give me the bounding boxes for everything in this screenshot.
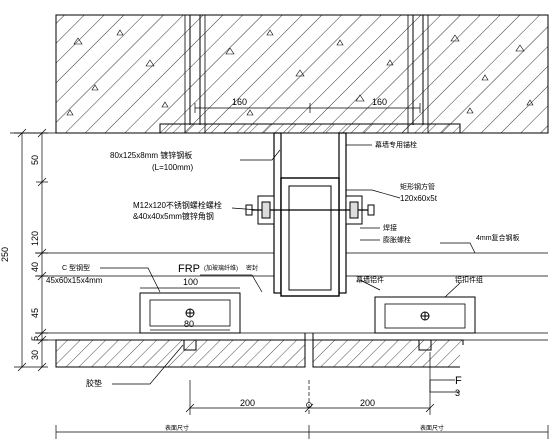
label-c-channel: C 型钢型: [62, 263, 90, 272]
leader-lines: [100, 144, 476, 393]
dim-30: 30: [30, 350, 40, 360]
label-tube: 矩形钢方管: [400, 182, 435, 191]
label-4mm-plate: 4mm复合钢板: [476, 233, 520, 242]
concrete-slab: [55, 14, 549, 134]
left-dimension-column: [14, 128, 48, 372]
label-gasket: 胶垫: [86, 378, 102, 388]
label-expansion-bolt: 膨胀螺栓: [383, 235, 411, 244]
dim-100: 100: [183, 277, 198, 287]
dim-160-right: 160: [372, 97, 387, 107]
rect-steel-tube: [280, 177, 340, 297]
label-frp-suffix: 密封: [246, 264, 258, 272]
dim-40: 40: [30, 262, 40, 272]
dim-5: 5: [30, 336, 40, 341]
dim-120: 120: [30, 231, 40, 246]
label-mid-right: 铝扣件组: [455, 275, 483, 284]
dim-45: 45: [30, 308, 40, 318]
dim-160-left: 160: [232, 97, 247, 107]
label-tube-size: 120x60x5t: [400, 194, 438, 203]
label-frp-note: (加玻璃纤维): [204, 264, 238, 272]
label-c-channel-size: 45x60x15x4mm: [46, 276, 103, 285]
bottom-panels: [55, 333, 464, 368]
label-bolt: M12x120不锈钢螺栓螺栓: [133, 200, 222, 210]
dim-80: 80: [184, 319, 194, 329]
left-bracket-dims: [140, 287, 240, 331]
bolt-assembly: [245, 195, 375, 225]
top-dimensions: [194, 103, 421, 113]
anchor-bolts: [189, 15, 424, 125]
right-bracket: [374, 296, 476, 351]
dim-50: 50: [30, 155, 40, 165]
label-angle: &40x40x5mm镀锌角钢: [133, 211, 214, 221]
dim-250: 250: [0, 247, 10, 262]
dim-note-left: 表面尺寸: [165, 424, 189, 432]
label-plate-len: (L=100mm): [152, 163, 193, 172]
label-f: F: [455, 375, 462, 387]
dim-note-right: 表面尺寸: [420, 424, 444, 432]
fade-area: [460, 345, 560, 405]
embed-plate: [159, 123, 461, 134]
label-frp: FRP: [178, 263, 200, 275]
bottom-dimensions: [55, 380, 549, 439]
label-anchor: 幕墙专用锚栓: [375, 140, 417, 149]
dim-200-left: 200: [240, 398, 255, 408]
label-weld: 焊接: [383, 223, 397, 232]
label-3: 3: [455, 388, 460, 398]
label-mid-left: 幕墙铝件: [356, 275, 384, 284]
dim-200-right: 200: [360, 398, 375, 408]
label-plate: 80x125x8mm 镀锌钢板: [110, 150, 192, 160]
